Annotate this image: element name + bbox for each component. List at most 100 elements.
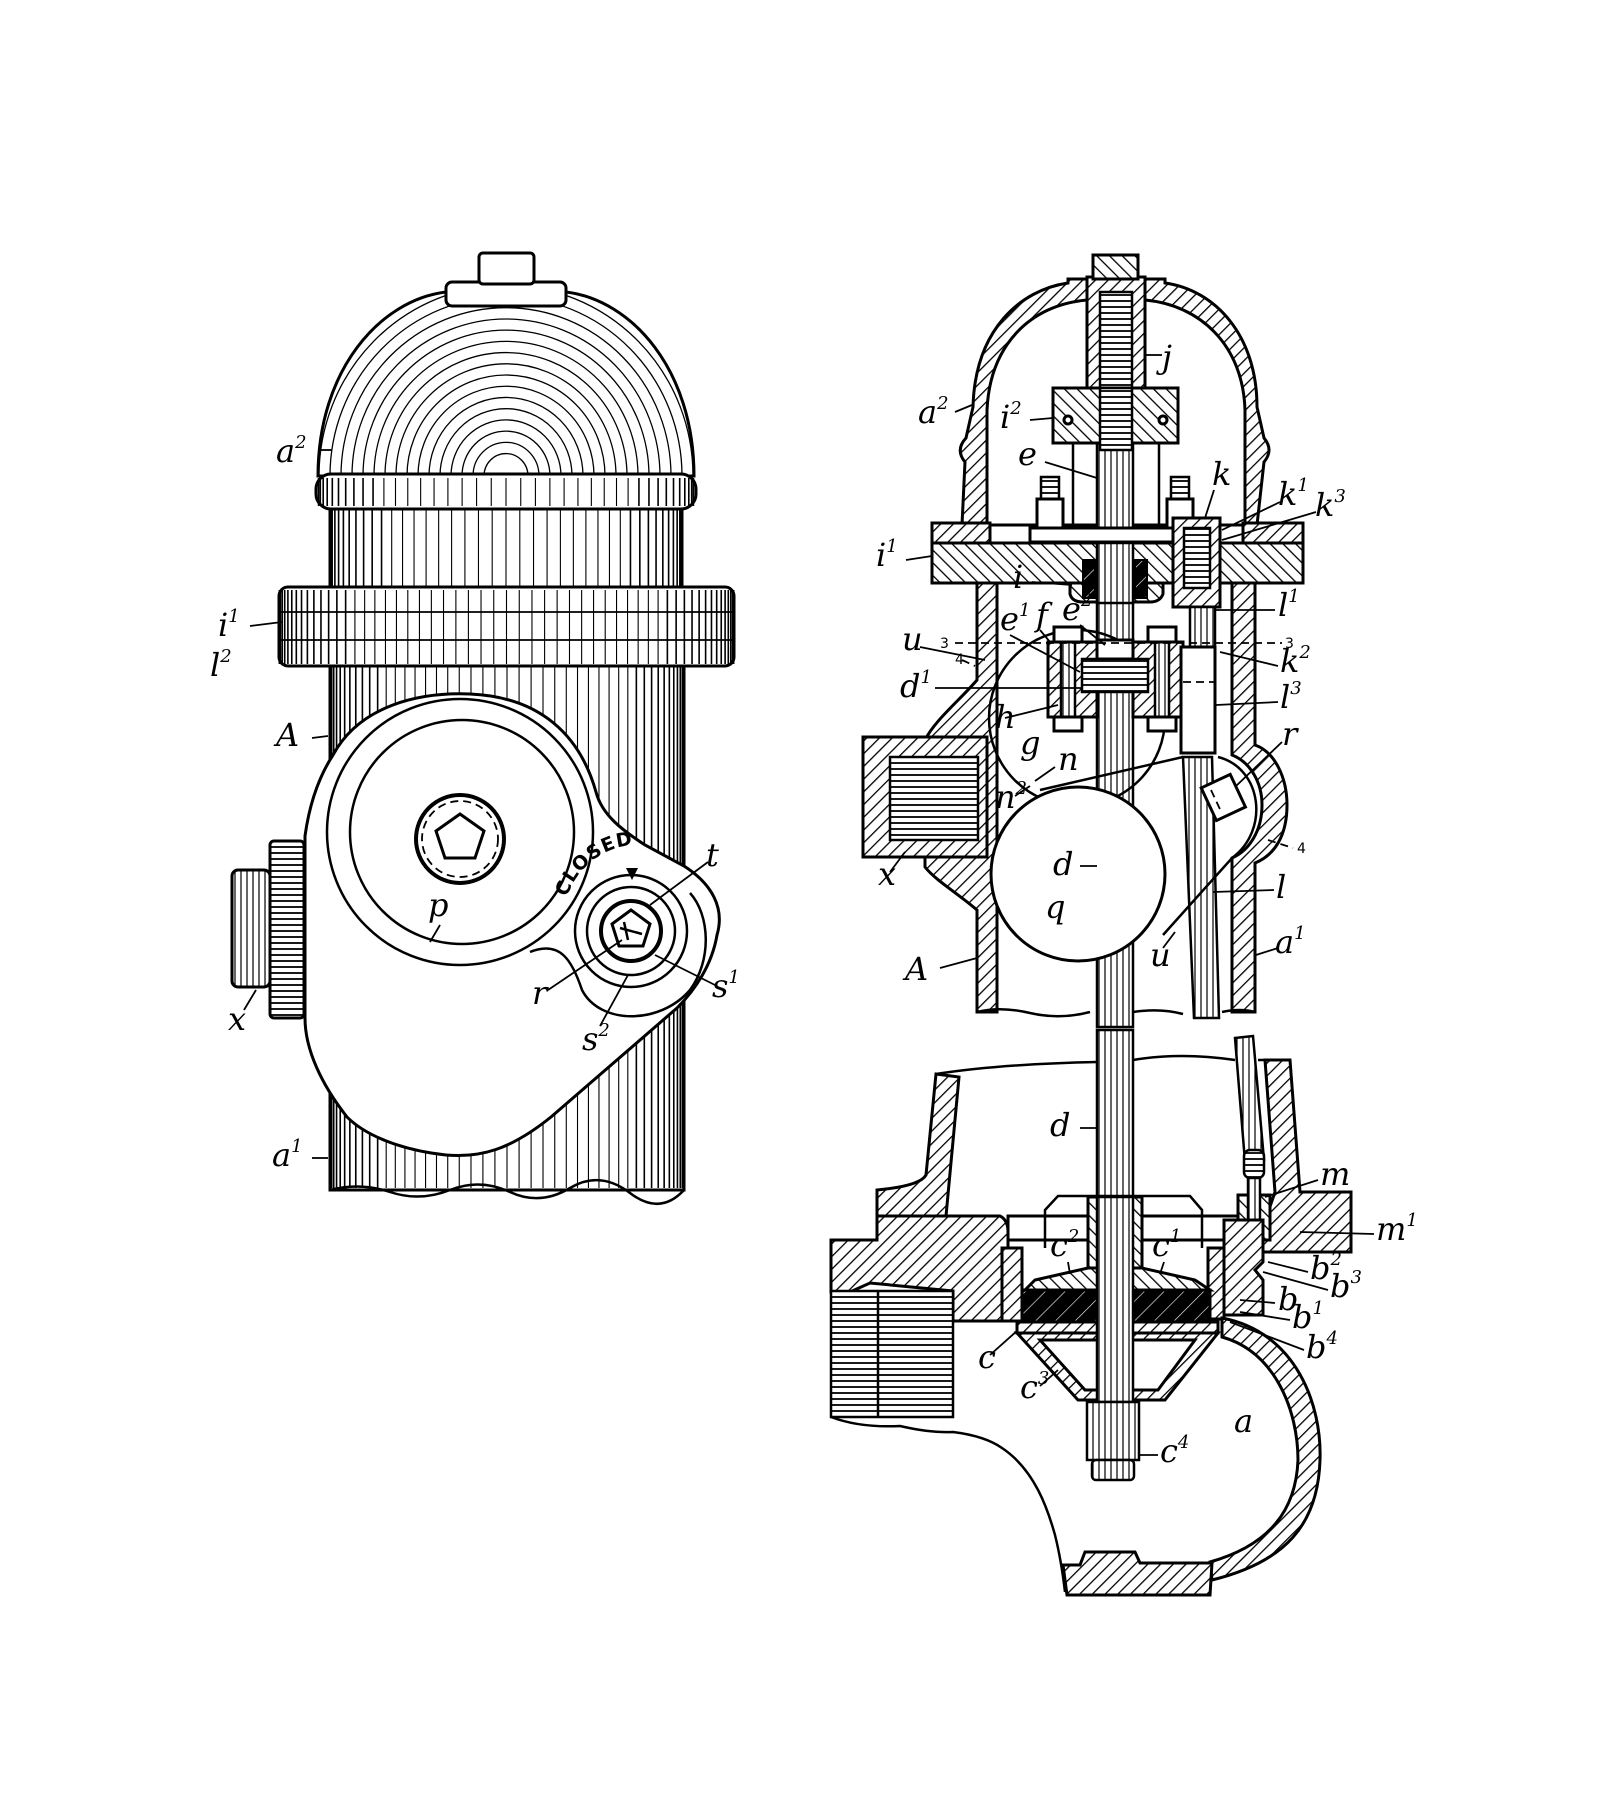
ball-bearing: [1062, 414, 1074, 426]
leader-line: [919, 646, 986, 661]
indicator-pentagon-t: [610, 908, 652, 948]
rod-l-lower: [1233, 1034, 1266, 1164]
label-letter: a: [918, 393, 937, 431]
label-letter: m: [1376, 1210, 1406, 1248]
label-s2: s2: [582, 1020, 610, 1058]
operating-nut-top: [477, 251, 536, 286]
label-letter: l: [1280, 678, 1290, 716]
label-letter: u: [1150, 936, 1171, 974]
indicator-ring-mid: [585, 885, 677, 977]
label-superscript: 3: [1350, 1267, 1361, 1288]
dome-flange-left: [930, 521, 992, 545]
label-letter: k: [1315, 486, 1334, 524]
label-superscript: 1: [1312, 1298, 1323, 1319]
stem-d-in-valve: [1095, 1195, 1135, 1404]
label-i: i: [1013, 558, 1023, 596]
upper-barrel-shading: [329, 509, 683, 587]
label-a: a: [1234, 1402, 1253, 1440]
label-c1: c1: [1152, 1226, 1181, 1264]
thrust-nut-thread: [1098, 386, 1134, 452]
leader-line: [1221, 501, 1281, 531]
label-letter: r: [1282, 715, 1299, 753]
label-letter: b: [1310, 1249, 1330, 1287]
stem-through-box: [1095, 541, 1135, 605]
bolt-head-g: [1052, 715, 1084, 733]
label-letter: u: [902, 620, 923, 658]
leader-line: [1009, 634, 1081, 673]
rod-l: [1181, 755, 1221, 1020]
leader-line: [1014, 785, 1031, 797]
leader-line: [1039, 1369, 1059, 1387]
leader-line: [1239, 1311, 1291, 1321]
label-l3: l3: [1280, 678, 1302, 716]
label-superscript: 2: [1298, 642, 1310, 663]
label-letter: s: [712, 967, 728, 1005]
outlet-nozzle: [829, 1289, 955, 1419]
label-superscript: 3: [1038, 1368, 1049, 1389]
base-bottom: [1061, 1550, 1214, 1597]
label-letter: c: [978, 1338, 996, 1376]
label-letter: g: [1020, 724, 1040, 762]
bolt-h: [1153, 633, 1171, 725]
label-4: 4: [1297, 841, 1306, 857]
label-superscript: 2: [219, 646, 231, 667]
label-d: d: [1053, 845, 1073, 883]
leader-line: [1239, 1299, 1276, 1304]
label-letter: i: [1000, 398, 1010, 436]
leader-line: [1029, 417, 1054, 421]
label-letter: e: [1000, 600, 1019, 638]
label-l: l: [1276, 868, 1286, 906]
dome-shading-arc: [472, 441, 540, 476]
label-superscript: 2: [1067, 1226, 1079, 1247]
lower-wall-left: [875, 1072, 961, 1218]
dome-shading-arc: [340, 307, 672, 476]
side-nozzle-x: [861, 735, 989, 859]
bearing-sleeve: [1071, 443, 1161, 528]
label-superscript: 2: [936, 393, 948, 414]
hydrant-exterior-view: CLOSED: [230, 251, 736, 1206]
label-superscript: 2: [294, 432, 306, 453]
hydrant-section-view: [829, 253, 1353, 1597]
label-x: x: [878, 855, 896, 893]
link-n2: [1039, 755, 1184, 792]
label-letter: 3: [1285, 636, 1294, 652]
label-letter: c: [1152, 1226, 1170, 1264]
label-letter: q: [1045, 888, 1065, 926]
label-f: f: [1034, 596, 1053, 634]
label-i2: i2: [1000, 398, 1022, 436]
label-a2: a2: [918, 393, 949, 431]
label-u: u: [1150, 936, 1171, 974]
label-e: e: [1018, 435, 1037, 473]
label-letter: l: [1276, 868, 1286, 906]
label-c: c: [978, 1338, 996, 1376]
label-p: p: [428, 886, 448, 924]
label-c4: c4: [1160, 1432, 1189, 1470]
cross-plate: [1028, 526, 1175, 544]
label-superscript: 1: [920, 667, 931, 688]
label-superscript: 1: [291, 1136, 302, 1157]
flange-ring-shading: [278, 590, 735, 664]
label-e2: e2: [1062, 590, 1092, 628]
label-a1: a1: [272, 1136, 303, 1174]
label-d1: d1: [900, 667, 932, 705]
label-letter: r: [532, 974, 549, 1012]
label-k: k: [1212, 455, 1231, 493]
label-e1: e1: [1000, 600, 1030, 638]
leader-line: [243, 989, 257, 1011]
label-letter: A: [902, 950, 928, 988]
leader-line: [654, 954, 716, 986]
label-s1: s1: [712, 967, 740, 1005]
hose-nozzle-x: [230, 839, 306, 1020]
label-superscript: 1: [1294, 923, 1305, 944]
label-n: n: [1058, 740, 1079, 778]
label-superscript: 1: [728, 967, 739, 988]
label-g: g: [1020, 724, 1040, 762]
dome-shading-arc: [417, 385, 595, 476]
label-letter: x: [878, 855, 896, 893]
label-b: b: [1278, 1280, 1298, 1318]
barrel-broken-edge: [329, 1178, 685, 1206]
leader-line: [1215, 701, 1279, 706]
dome-shading-arc: [351, 318, 661, 476]
label-letter: l: [210, 646, 220, 684]
